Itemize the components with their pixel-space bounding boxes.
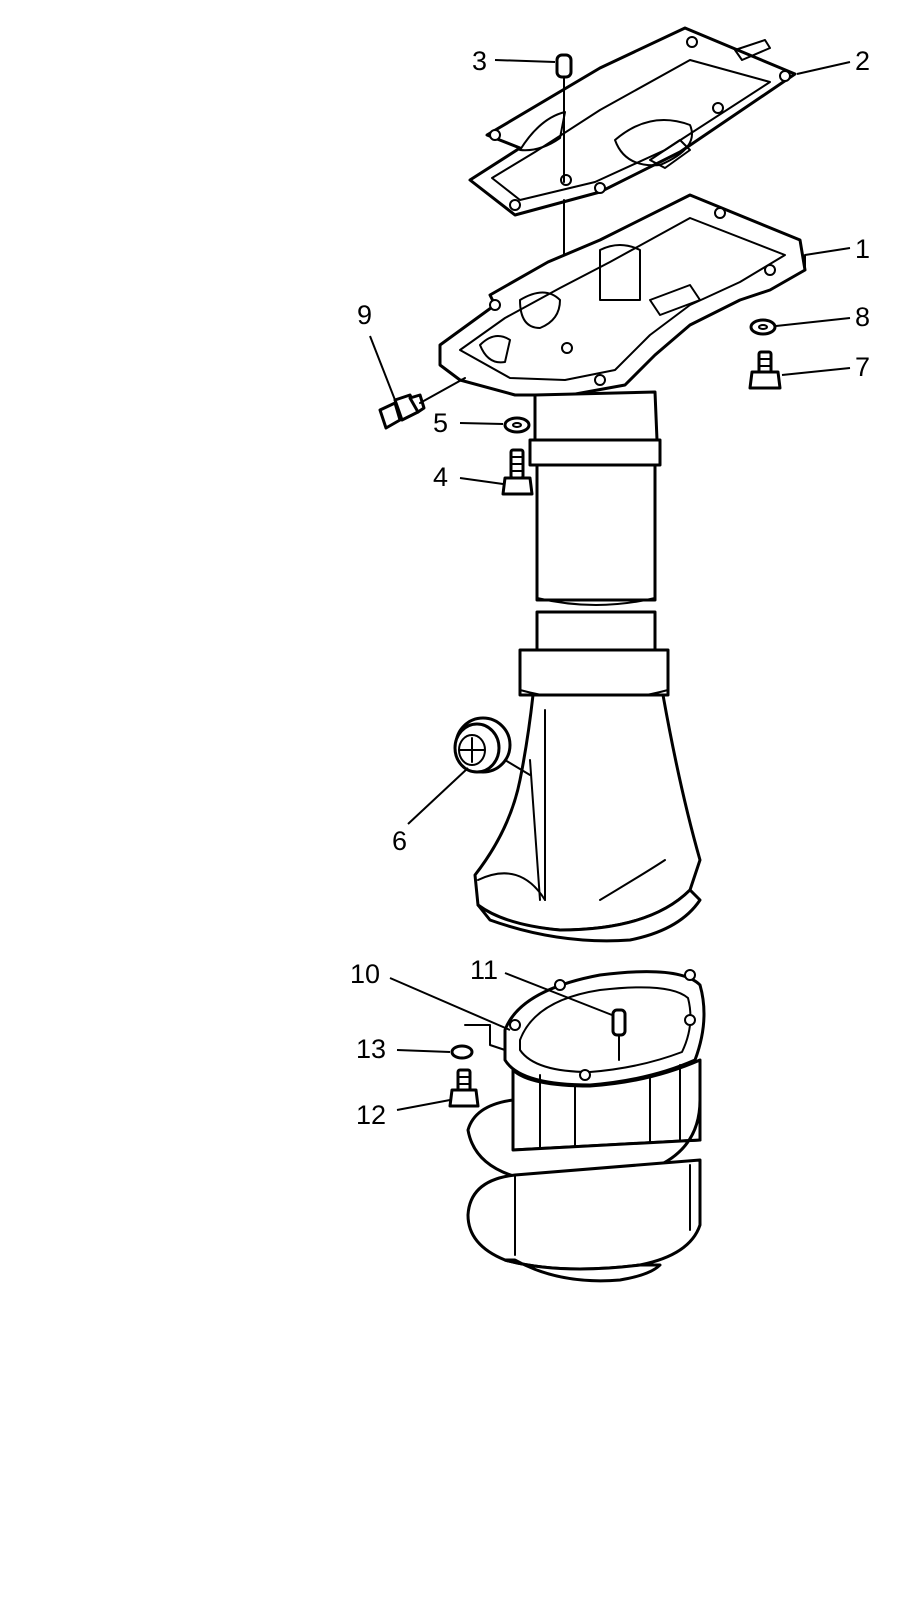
grommet-6: [453, 716, 531, 776]
callout-5: 5: [433, 408, 448, 438]
callout-12: 12: [356, 1100, 386, 1130]
callout-labels: 1 2 3 4 5 6 7 8 9 10 11 12 13: [350, 46, 870, 1130]
callout-13: 13: [356, 1034, 386, 1064]
bolt-4: [501, 448, 534, 496]
grease-nipple-9: [378, 377, 466, 430]
washer-8: [749, 318, 777, 336]
callout-2: 2: [855, 46, 870, 76]
leader-lines: [369, 59, 851, 1111]
callout-4: 4: [433, 462, 448, 492]
washer-5: [503, 416, 531, 434]
callout-9: 9: [357, 300, 372, 330]
lower-casing: [466, 969, 706, 1283]
callout-11: 11: [470, 955, 498, 985]
callout-3: 3: [472, 46, 487, 76]
callout-8: 8: [855, 302, 870, 332]
washer-13: [450, 1024, 506, 1060]
callout-6: 6: [392, 826, 407, 856]
upper-casing-flange: [438, 193, 807, 397]
bolt-7: [748, 350, 782, 390]
dowel-pin-11: [611, 1008, 627, 1061]
callout-10: 10: [350, 959, 380, 989]
callout-1: 1: [855, 234, 870, 264]
callout-7: 7: [855, 352, 870, 382]
drive-shaft-housing: [473, 390, 702, 943]
upper-gasket: [468, 26, 797, 217]
bolt-12: [448, 1068, 480, 1108]
